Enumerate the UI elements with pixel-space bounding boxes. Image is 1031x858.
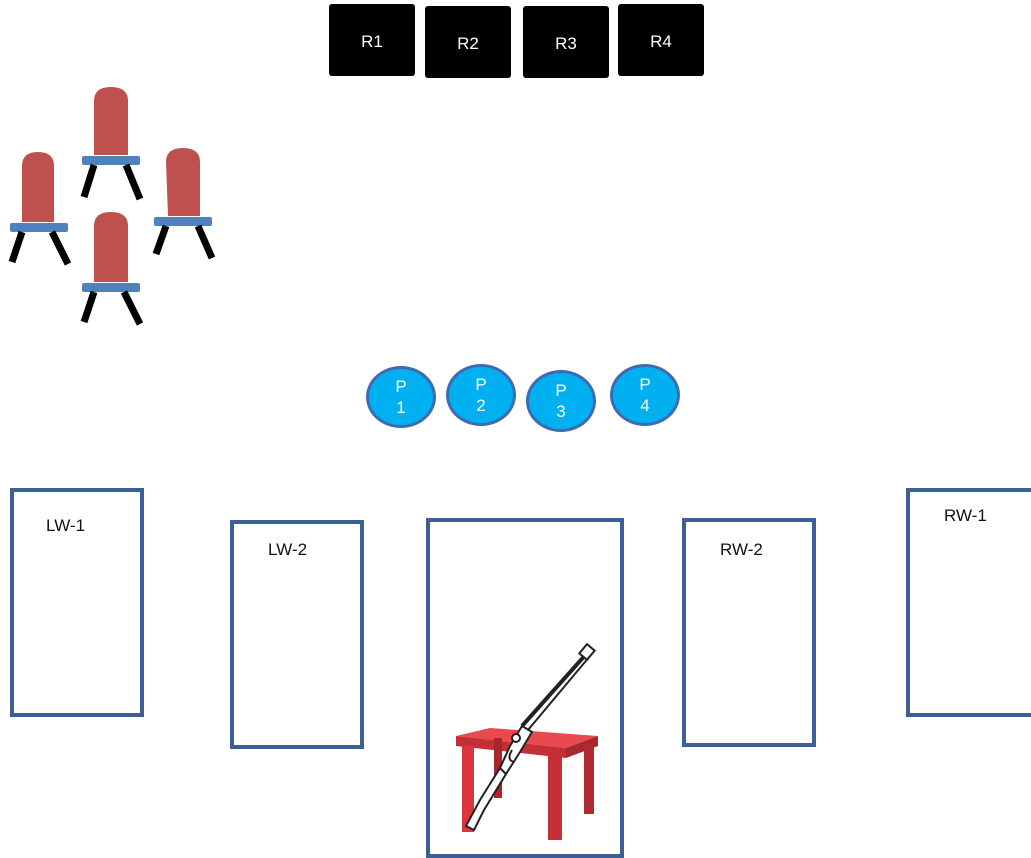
chair-icon xyxy=(80,87,144,201)
panel-label-rw-2: RW-2 xyxy=(720,540,763,559)
room-label-r4: R4 xyxy=(650,32,672,51)
person-number: 4 xyxy=(640,396,650,415)
room-box-r4: R4 xyxy=(618,4,704,76)
person-number: 2 xyxy=(476,396,486,415)
table-icon xyxy=(456,642,598,840)
person-circle-p3: P 3 xyxy=(526,370,596,432)
room-box-r2: R2 xyxy=(425,6,511,78)
person-circle-p2: P 2 xyxy=(446,364,516,426)
panel-label-lw-1: LW-1 xyxy=(46,516,86,535)
panel-label-lw-2: LW-2 xyxy=(268,540,308,559)
rifle-icon xyxy=(464,642,597,832)
person-number: 3 xyxy=(556,402,566,421)
room-label-r3: R3 xyxy=(555,34,577,53)
room-label-r2: R2 xyxy=(457,34,479,53)
room-box-r1: R1 xyxy=(329,4,415,76)
chair-icon xyxy=(152,148,216,260)
panel-rw-2 xyxy=(682,518,816,747)
person-circle-p1: P 1 xyxy=(366,366,436,428)
room-box-r3: R3 xyxy=(523,6,609,78)
panel-label-rw-1: RW-1 xyxy=(944,506,987,525)
chair-icon xyxy=(80,212,144,326)
panel-lw-2 xyxy=(230,520,364,749)
person-letter: P xyxy=(395,377,407,396)
person-circle-p4: P 4 xyxy=(610,364,680,426)
person-number: 1 xyxy=(396,398,406,417)
panel-rw-1 xyxy=(906,488,1031,717)
chair-icon xyxy=(8,152,72,266)
person-letter: P xyxy=(639,375,651,394)
person-letter: P xyxy=(555,381,567,400)
room-label-r1: R1 xyxy=(361,32,383,51)
panel-lw-1 xyxy=(10,488,144,717)
person-letter: P xyxy=(475,375,487,394)
